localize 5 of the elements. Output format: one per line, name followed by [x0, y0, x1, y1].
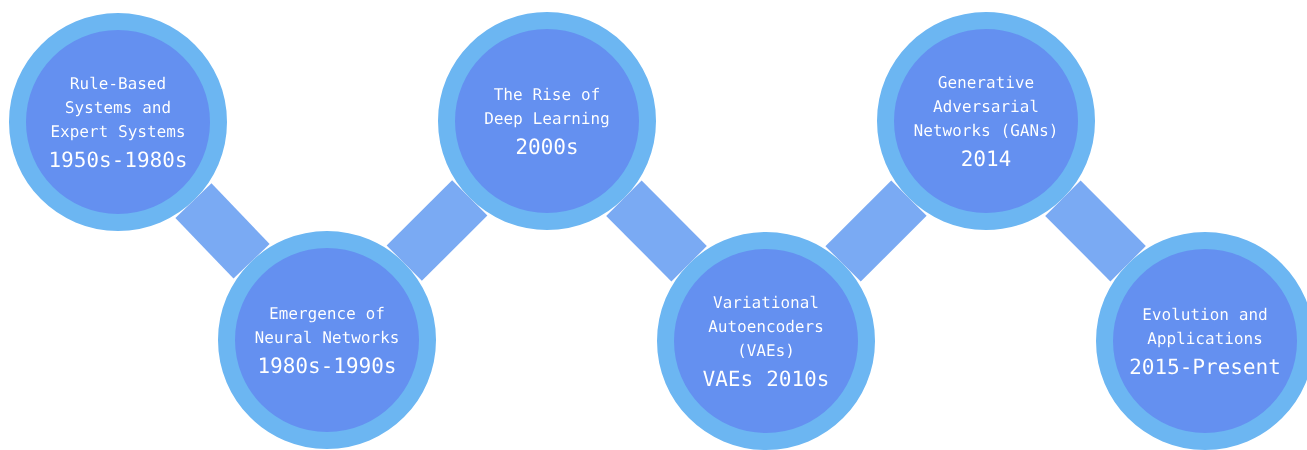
connector-band: [386, 180, 488, 281]
connector-band: [1045, 180, 1146, 282]
connector-band: [825, 180, 927, 282]
connector-band: [606, 180, 707, 282]
connector-band: [175, 183, 270, 279]
